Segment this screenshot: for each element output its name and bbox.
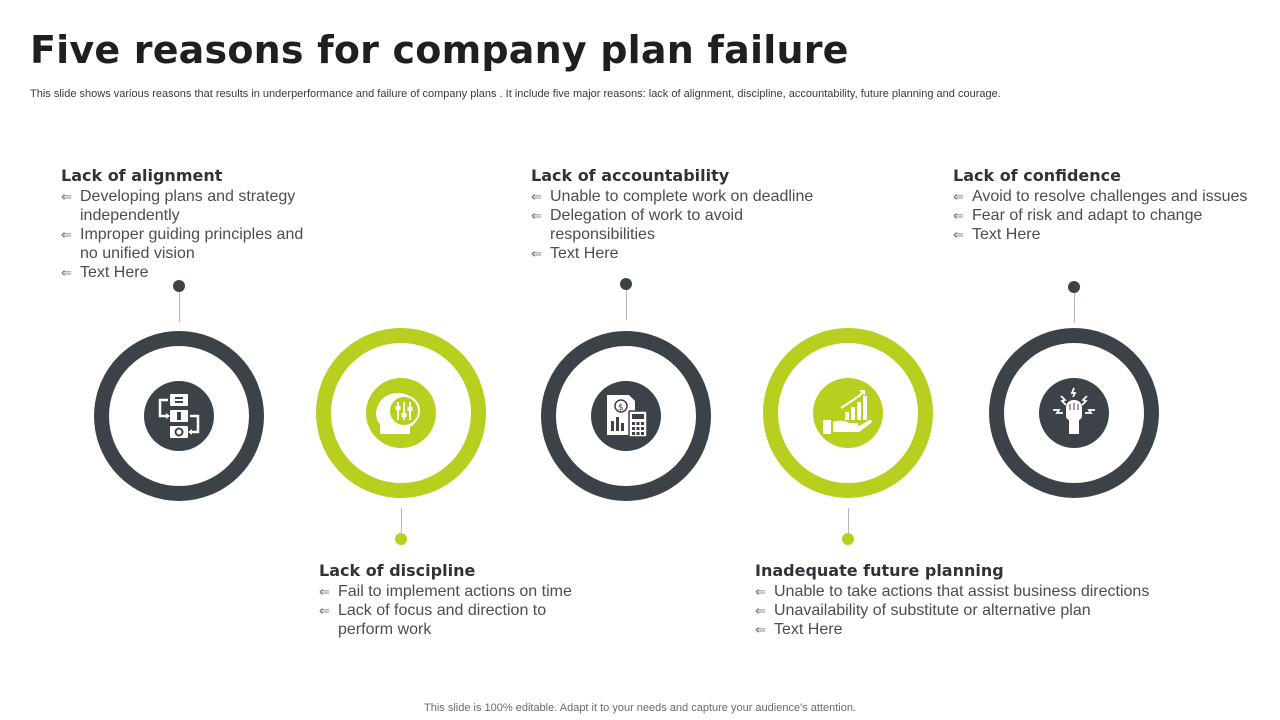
arrow-left-icon: ⇐ <box>61 189 72 204</box>
arrow-left-icon: ⇐ <box>531 189 542 204</box>
arrow-left-icon: ⇐ <box>755 603 766 618</box>
bullet-item: ⇐Fail to implement actions on time <box>319 583 572 600</box>
connector-line <box>1074 293 1075 323</box>
reason-heading: Lack of confidence <box>953 166 1121 185</box>
bullet-item: ⇐Text Here <box>61 264 149 281</box>
bullet-item: ⇐Unable to take actions that assist busi… <box>755 583 1150 600</box>
connector-line <box>401 508 402 533</box>
bullet-item: ⇐Fear of risk and adapt to change <box>953 207 1203 224</box>
page-subtitle: This slide shows various reasons that re… <box>30 88 1001 100</box>
bullet-item: ⇐Developing plans and strategy independe… <box>61 188 296 224</box>
reason-circle-discipline <box>316 328 486 498</box>
reason-bullets: ⇐Avoid to resolve challenges and issues … <box>953 187 1263 244</box>
connector-line <box>626 290 627 320</box>
arrow-left-icon: ⇐ <box>953 189 964 204</box>
icon-disc <box>1039 378 1109 448</box>
workflow-icon <box>158 394 200 438</box>
connector-line <box>848 508 849 533</box>
raised-fist-icon <box>1053 387 1095 434</box>
bullet-item: ⇐Text Here <box>953 226 1041 243</box>
arrow-left-icon: ⇐ <box>531 246 542 261</box>
bullet-item: ⇐Improper guiding principles and no unif… <box>61 226 304 262</box>
arrow-left-icon: ⇐ <box>953 208 964 223</box>
reason-block-future-planning: Inadequate future planning ⇐Unable to ta… <box>755 561 1175 639</box>
growth-hand-icon <box>823 390 872 434</box>
reason-block-confidence: Lack of confidence ⇐Avoid to resolve cha… <box>953 166 1263 244</box>
reason-heading: Lack of accountability <box>531 166 730 185</box>
icon-disc: $ <box>591 381 661 451</box>
head-sliders-icon <box>376 393 420 434</box>
reason-bullets: ⇐Unable to take actions that assist busi… <box>755 582 1175 639</box>
reason-circle-alignment <box>94 331 264 501</box>
reason-bullets: ⇐Developing plans and strategy independe… <box>61 187 321 282</box>
arrow-left-icon: ⇐ <box>61 265 72 280</box>
bullet-item: ⇐Text Here <box>531 245 619 262</box>
calculator-document-icon: $ <box>607 395 648 438</box>
reason-block-accountability: Lack of accountability ⇐Unable to comple… <box>531 166 831 263</box>
arrow-left-icon: ⇐ <box>319 603 330 618</box>
connector-dot <box>842 533 854 545</box>
arrow-left-icon: ⇐ <box>61 227 72 242</box>
connector-dot <box>395 533 407 545</box>
arrow-left-icon: ⇐ <box>953 227 964 242</box>
connector-dot <box>1068 281 1080 293</box>
bullet-item: ⇐Unavailability of substitute or alterna… <box>755 602 1091 619</box>
connector-dot <box>173 280 185 292</box>
svg-text:$: $ <box>618 403 624 413</box>
reason-block-alignment: Lack of alignment ⇐Developing plans and … <box>61 166 321 282</box>
reason-circle-future-planning <box>763 328 933 498</box>
connector-line <box>179 292 180 322</box>
arrow-left-icon: ⇐ <box>755 622 766 637</box>
page-title: Five reasons for company plan failure <box>30 28 849 72</box>
reason-circle-confidence <box>989 328 1159 498</box>
bullet-item: ⇐Delegation of work to avoid responsibil… <box>531 207 743 243</box>
bullet-item: ⇐Text Here <box>755 621 843 638</box>
connector-dot <box>620 278 632 290</box>
bullet-item: ⇐Lack of focus and direction to perform … <box>319 602 547 638</box>
icon-disc <box>366 378 436 448</box>
reason-bullets: ⇐Unable to complete work on deadline ⇐De… <box>531 187 831 263</box>
arrow-left-icon: ⇐ <box>531 208 542 223</box>
bullet-item: ⇐Unable to complete work on deadline <box>531 188 814 205</box>
reason-heading: Lack of alignment <box>61 166 223 185</box>
arrow-left-icon: ⇐ <box>755 584 766 599</box>
reason-circle-accountability: $ <box>541 331 711 501</box>
reason-heading: Inadequate future planning <box>755 561 1004 580</box>
arrow-left-icon: ⇐ <box>319 584 330 599</box>
bullet-item: ⇐Avoid to resolve challenges and issues <box>953 188 1248 205</box>
icon-disc <box>144 381 214 451</box>
reason-heading: Lack of discipline <box>319 561 476 580</box>
reason-block-discipline: Lack of discipline ⇐Fail to implement ac… <box>319 561 589 639</box>
reason-bullets: ⇐Fail to implement actions on time ⇐Lack… <box>319 582 589 639</box>
footer-note: This slide is 100% editable. Adapt it to… <box>424 702 856 714</box>
icon-disc <box>813 378 883 448</box>
